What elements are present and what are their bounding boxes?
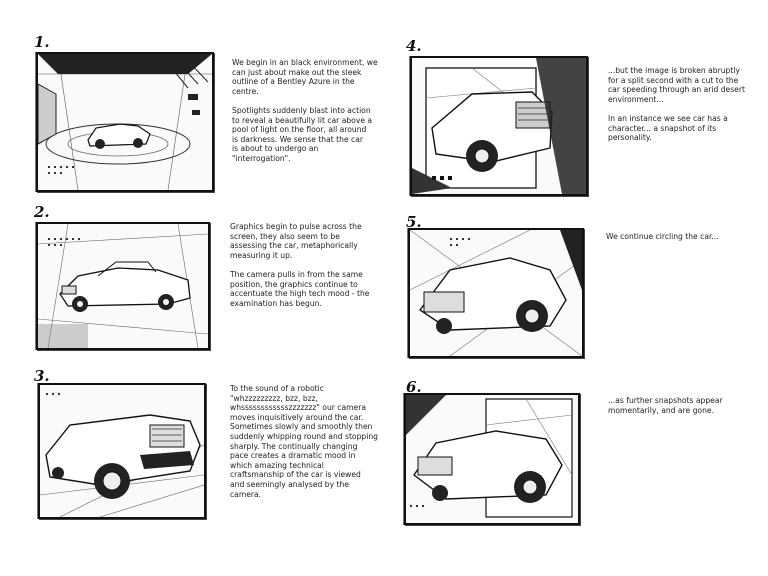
panel-number: 1. bbox=[34, 33, 50, 51]
panel-caption: We begin in an black environment, we can… bbox=[232, 58, 378, 163]
panel-number: 6. bbox=[406, 378, 422, 396]
panel-number: 5. bbox=[406, 213, 422, 231]
panel-sketch bbox=[408, 228, 584, 358]
panel-caption: ...as further snapshots appear momentari… bbox=[608, 396, 723, 415]
panel-sketch bbox=[36, 222, 210, 350]
panel-caption: Graphics begin to pulse across the scree… bbox=[230, 222, 370, 308]
panel-caption: We continue circling the car... bbox=[606, 232, 719, 241]
sketch-bentley-spotlight bbox=[38, 54, 212, 190]
sketch-bentley-closeup bbox=[40, 385, 204, 517]
panel-caption: To the sound of a robotic "whzzzzzzzzz, … bbox=[230, 384, 378, 499]
sketch-bentley-graphics bbox=[38, 224, 208, 348]
panel-sketch bbox=[410, 56, 588, 196]
panel-number: 4. bbox=[406, 37, 422, 55]
panel-sketch bbox=[38, 383, 206, 519]
sketch-circling-car bbox=[410, 230, 582, 356]
panel-number: 2. bbox=[34, 203, 50, 221]
panel-caption: ...but the image is broken abruptly for … bbox=[608, 66, 745, 143]
panel-number: 3. bbox=[34, 367, 50, 385]
panel-sketch bbox=[36, 52, 214, 192]
sketch-desert-cut bbox=[412, 58, 586, 194]
panel-sketch bbox=[404, 393, 580, 525]
sketch-snapshots bbox=[406, 395, 578, 523]
